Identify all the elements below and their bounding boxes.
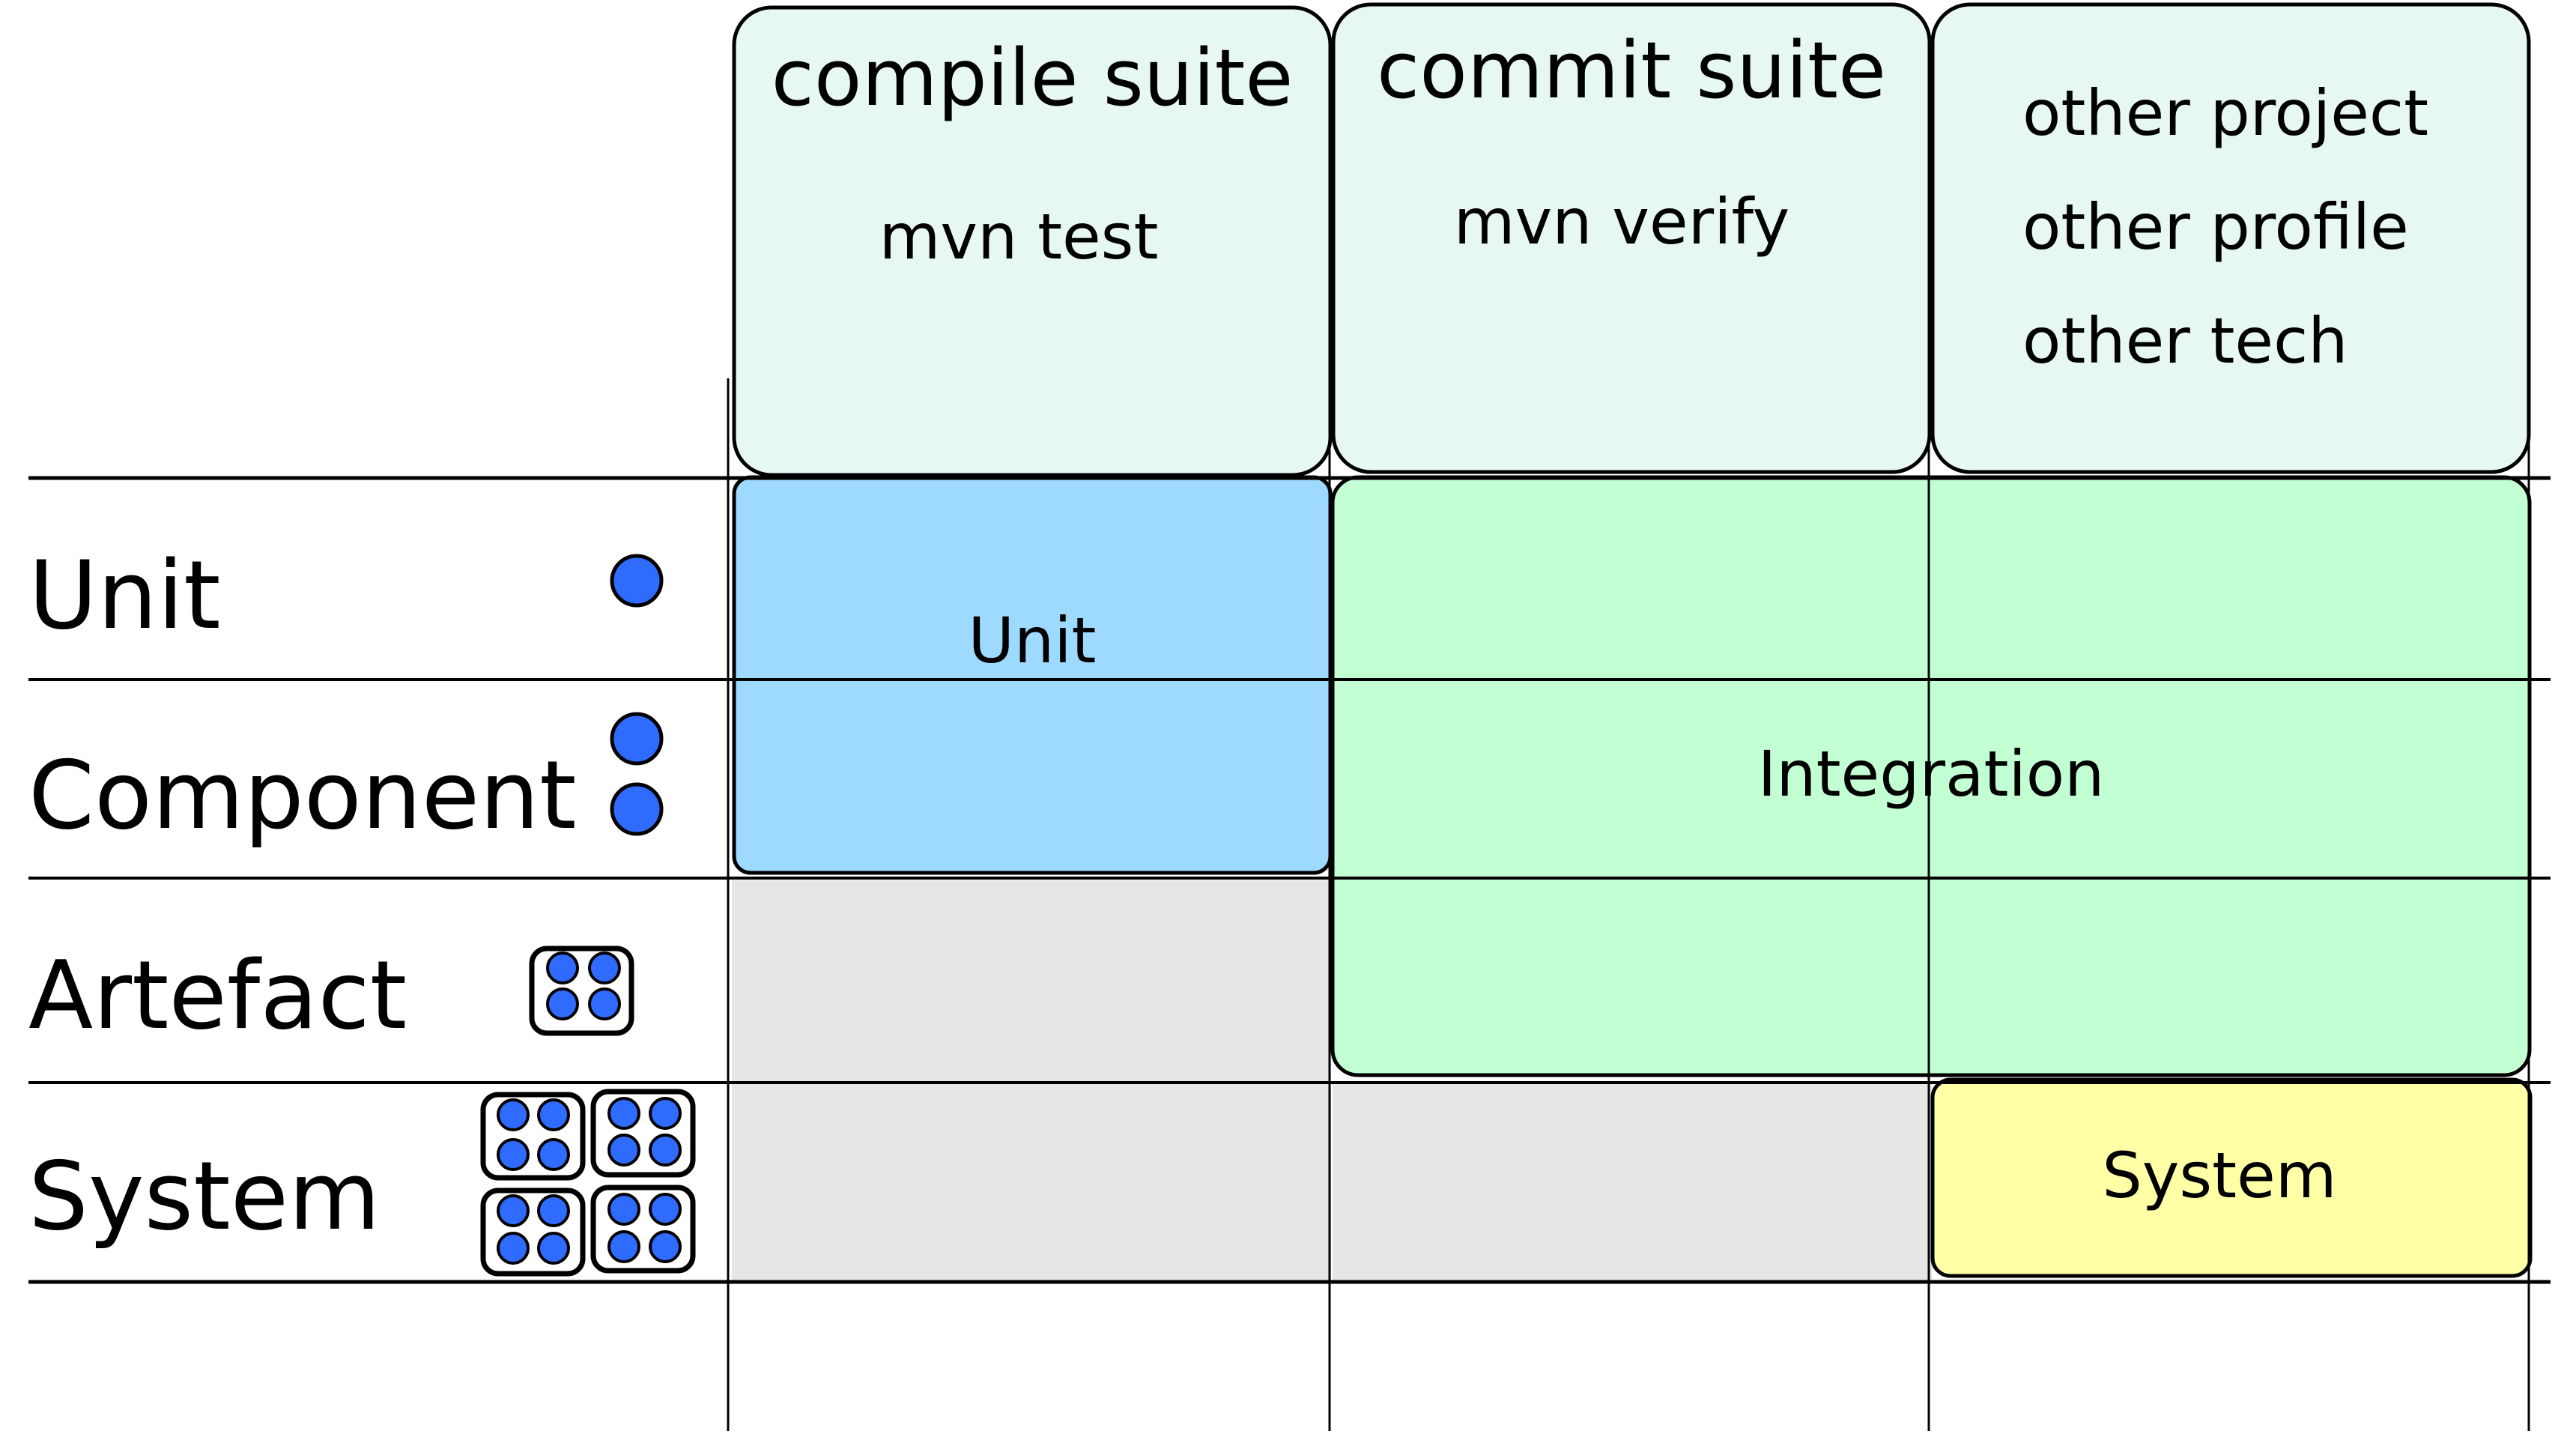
unit-cell-label: Unit <box>969 604 1097 677</box>
header-box-commit-suite <box>1331 2 1932 474</box>
commit-suite-title: commit suite <box>1377 25 1886 116</box>
other-project-text: other project <box>2022 76 2428 150</box>
system-region <box>1930 1077 2533 1278</box>
row-label-unit: Unit <box>28 540 221 650</box>
empty-cell-compile-artefact <box>732 880 1331 1083</box>
compile-suite-command: mvn test <box>879 200 1159 273</box>
empty-cell-commit-system <box>1333 1084 1932 1283</box>
row-label-artefact: Artefact <box>28 940 407 1050</box>
row-label-component: Component <box>28 740 577 850</box>
four-boxes-icon <box>480 1089 696 1277</box>
header-box-other <box>1930 2 2531 474</box>
compile-suite-title: compile suite <box>772 32 1294 124</box>
empty-cell-compile-system <box>732 1084 1331 1283</box>
two-dots-icon <box>610 712 664 836</box>
other-tech-text: other tech <box>2022 304 2348 378</box>
four-dot-box-icon <box>529 946 634 1036</box>
integration-cell-label: Integration <box>1758 737 2105 811</box>
header-box-compile-suite <box>732 5 1333 477</box>
other-profile-text: other profile <box>2022 190 2409 264</box>
system-cell-label: System <box>2102 1139 2336 1212</box>
commit-suite-command: mvn verify <box>1454 185 1790 258</box>
single-dot-icon <box>610 554 664 608</box>
row-label-system: System <box>28 1141 381 1251</box>
